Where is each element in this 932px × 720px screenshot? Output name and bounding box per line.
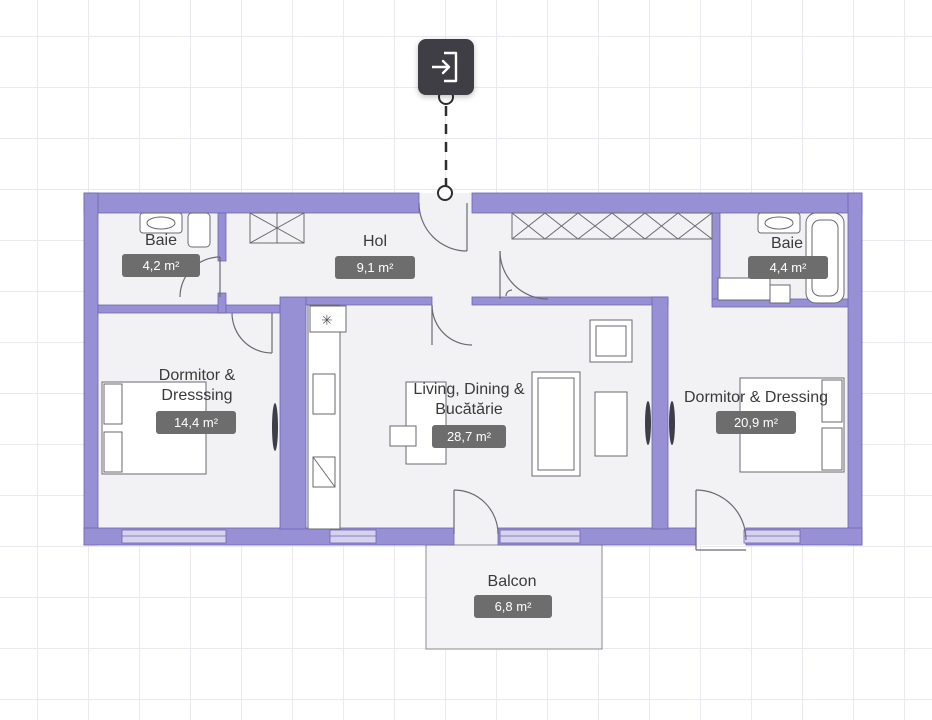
enter-door-glyph	[432, 51, 458, 83]
apartment-floor	[84, 193, 862, 545]
room-name-living: Living, Dining & Bucătărie	[413, 381, 525, 418]
room-name-hol: Hol	[362, 233, 388, 250]
area-badge-hol: 9,1 m²	[335, 256, 415, 279]
windows	[121, 529, 801, 544]
room-name-balcon: Balcon	[487, 573, 537, 590]
living-furniture	[389, 319, 633, 477]
area-badge-balcon: 6,8 m²	[474, 595, 552, 618]
area-badge-living: 28,7 m²	[432, 425, 506, 448]
doors	[179, 202, 747, 551]
area-badge-baie-left: 4,2 m²	[122, 254, 200, 277]
enter-door-icon[interactable]	[418, 39, 474, 95]
radiators	[272, 401, 675, 451]
kitchen-counter	[307, 304, 347, 530]
stove-icon: ✳	[321, 313, 333, 329]
room-name-baie-left: Baie	[144, 232, 178, 249]
room-name-dormitor-right: Dormitor & Dressing	[683, 389, 829, 406]
room-name-dormitor-left: Dormitor & Dresssing	[158, 367, 236, 404]
area-badge-dormitor-right: 20,9 m²	[716, 411, 796, 434]
room-name-baie-right: Baie	[770, 235, 804, 252]
connector-node-bottom[interactable]	[437, 185, 453, 201]
wardrobes	[249, 212, 713, 244]
area-badge-baie-right: 4,4 m²	[748, 256, 828, 279]
area-badge-dormitor-left: 14,4 m²	[156, 411, 236, 434]
